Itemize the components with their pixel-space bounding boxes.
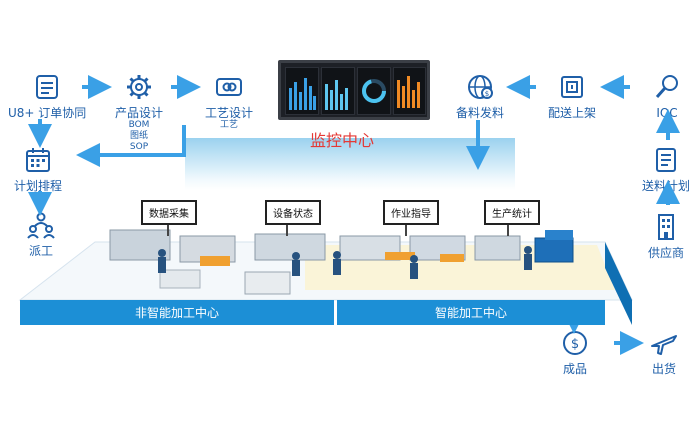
- workers: [158, 246, 532, 279]
- calendar-icon: [26, 148, 50, 172]
- monitor-halo: [185, 138, 515, 190]
- magnifier-icon: [655, 75, 678, 98]
- order-label: U8+ 订单协同: [8, 106, 87, 120]
- document-list-icon: [36, 75, 59, 99]
- order-node: U8+ 订单协同: [8, 72, 86, 120]
- supplier-node: 供应商: [648, 212, 684, 260]
- monitor-panel-bars-2: [321, 67, 355, 115]
- monitor-panel-ring: [357, 67, 391, 115]
- product-design-label: 产品设计: [115, 106, 164, 120]
- supplier-label: 供应商: [648, 246, 685, 260]
- production-equipment: [109, 229, 574, 295]
- building-icon: [658, 214, 674, 240]
- shipping-label: 出货: [651, 362, 676, 376]
- dispatch-node: 派工: [26, 210, 56, 258]
- process-design-node: 工艺设计 工艺: [205, 72, 253, 131]
- checklist-icon: [656, 148, 676, 172]
- station-data-collection: 数据采集: [141, 200, 197, 225]
- product-design-sub-drawing: 图纸: [130, 131, 149, 141]
- shipping-node: 出货: [649, 328, 679, 376]
- monitor-center-title: 监控中心: [310, 131, 375, 150]
- globe-dollar-icon: $: [468, 75, 493, 99]
- monitor-screen: [278, 60, 430, 120]
- material-issue-label: 备料发料: [456, 106, 505, 120]
- safe-box-icon: [561, 76, 583, 98]
- delivery-node: 配送上架: [548, 72, 596, 120]
- finished-label: 成品: [562, 362, 587, 376]
- svg-text:$: $: [485, 90, 489, 98]
- process-design-sub: 工艺: [220, 120, 239, 130]
- monitor-panel-orange: [393, 67, 426, 115]
- card-icon: [216, 78, 242, 96]
- process-design-label: 工艺设计: [205, 106, 254, 120]
- planning-node: 计划排程: [14, 145, 62, 193]
- station-work-guidance: 作业指导: [383, 200, 439, 225]
- arrow-process-to-plan: [76, 125, 186, 167]
- gear-icon: [127, 75, 151, 99]
- product-design-sub-sop: SOP: [129, 142, 149, 152]
- station-equipment-status: 设备状态: [265, 200, 321, 225]
- dispatch-label: 派工: [28, 244, 53, 258]
- station-production-stats: 生产统计: [484, 200, 540, 225]
- svg-text:$: $: [571, 337, 579, 352]
- airplane-icon: [651, 335, 677, 355]
- planning-label: 计划排程: [14, 179, 63, 193]
- team-icon: [27, 212, 55, 239]
- product-design-sub-bom: BOM: [128, 120, 150, 130]
- delivery-label: 配送上架: [548, 106, 597, 120]
- non-smart-band: 非智能加工中心: [20, 300, 334, 325]
- product-design-node: 产品设计 BOM 图纸 SOP: [115, 72, 163, 153]
- smart-band: 智能加工中心: [337, 300, 605, 325]
- material-issue-node: $ 备料发料: [456, 72, 504, 120]
- monitor-panel-bars: [285, 67, 319, 115]
